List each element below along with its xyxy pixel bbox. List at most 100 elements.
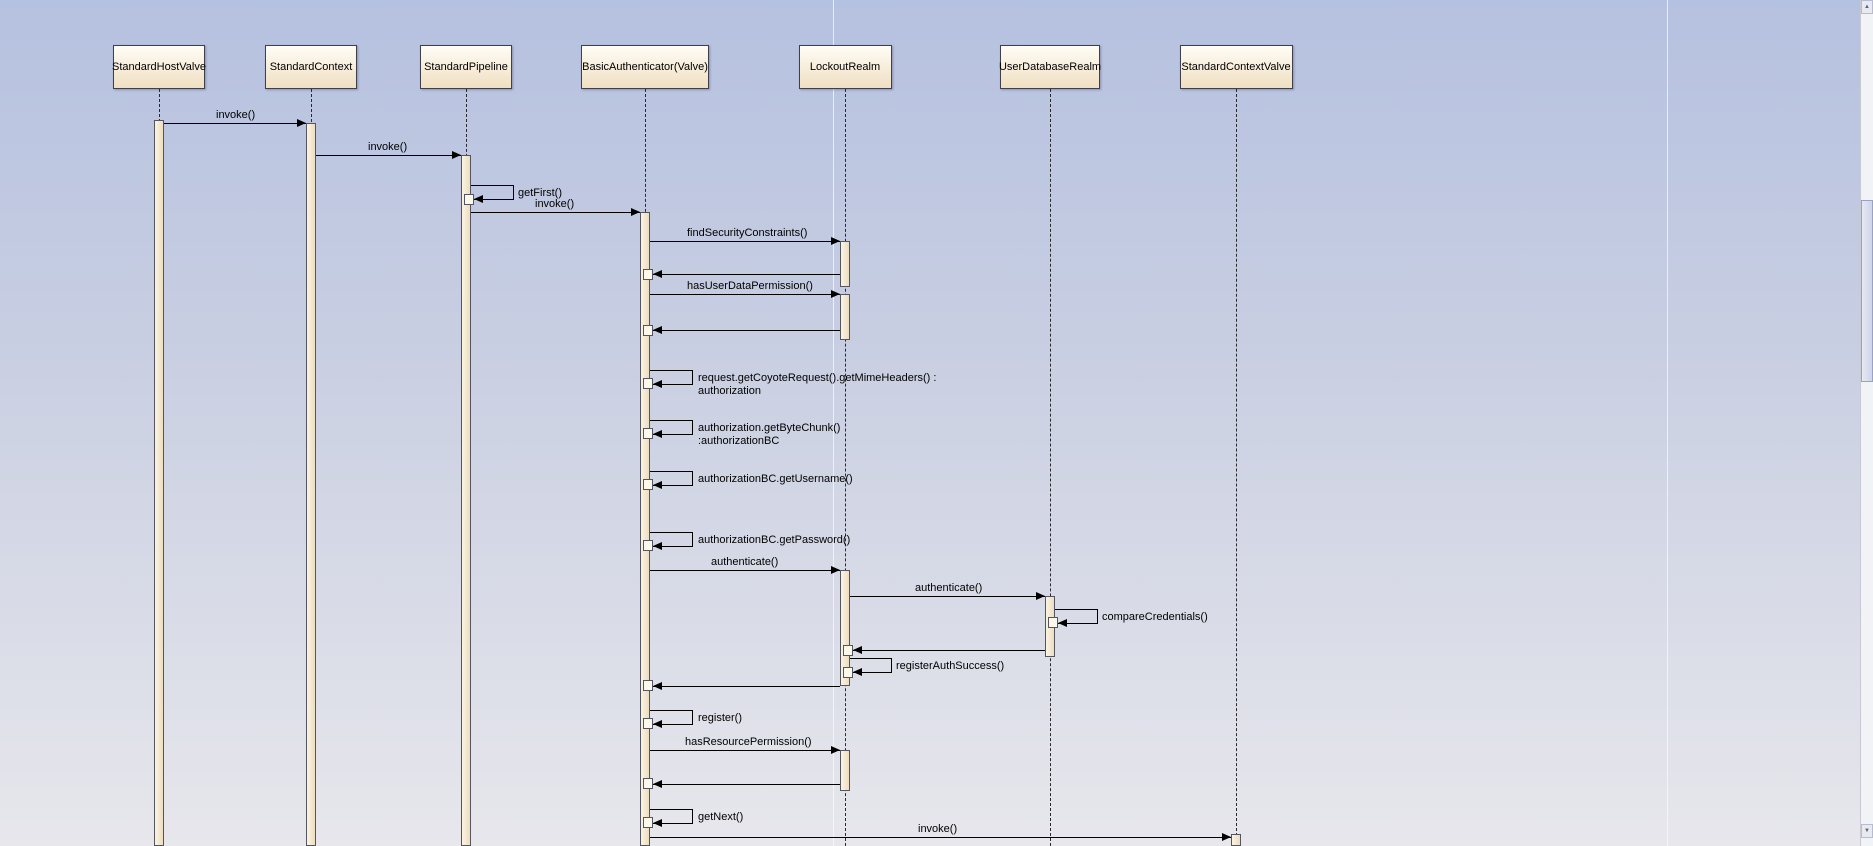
nested-activation[interactable] — [643, 378, 653, 389]
message-label[interactable]: invoke() — [535, 198, 575, 210]
message-label[interactable]: hasResourcePermission() — [685, 736, 812, 748]
scrollbar-down-button[interactable]: ▼ — [1861, 824, 1873, 838]
message-line[interactable] — [850, 596, 1045, 597]
message-arrowhead — [474, 195, 483, 203]
message-line[interactable] — [653, 274, 840, 275]
self-message-back-line[interactable] — [653, 485, 693, 486]
self-message-vertical-line — [891, 658, 892, 672]
message-line[interactable] — [471, 212, 640, 213]
activation-bar[interactable] — [840, 294, 850, 340]
nested-activation[interactable] — [643, 540, 653, 551]
message-label[interactable]: getNext() — [698, 811, 744, 823]
message-label[interactable]: compareCredentials() — [1102, 611, 1208, 623]
nested-activation[interactable] — [843, 667, 853, 678]
lifeline-head[interactable]: BasicAuthenticator(Valve) — [581, 45, 709, 89]
message-label[interactable]: getFirst() — [518, 187, 562, 199]
nested-activation[interactable] — [643, 428, 653, 439]
self-message-out-line[interactable] — [650, 471, 693, 472]
activation-bar[interactable] — [840, 750, 850, 791]
message-line[interactable] — [164, 123, 306, 124]
message-label[interactable]: hasUserDataPermission() — [687, 280, 813, 292]
message-arrowhead — [831, 746, 840, 754]
self-message-out-line[interactable] — [650, 370, 693, 371]
message-arrowhead — [853, 646, 862, 654]
message-label[interactable]: register() — [698, 712, 743, 724]
self-message-back-line[interactable] — [474, 199, 514, 200]
message-line[interactable] — [853, 650, 1045, 651]
lifeline-dashed-line[interactable] — [1236, 89, 1237, 846]
activation-bar[interactable] — [840, 241, 850, 287]
message-label[interactable]: request.getCoyoteRequest().getMimeHeader… — [698, 372, 936, 398]
scroll-down-icon: ▼ — [1864, 828, 1870, 834]
message-line[interactable] — [653, 784, 840, 785]
message-line[interactable] — [653, 686, 840, 687]
message-arrowhead — [631, 208, 640, 216]
self-message-back-line[interactable] — [853, 672, 892, 673]
self-message-out-line[interactable] — [650, 532, 693, 533]
message-label[interactable]: authorizationBC.getPassword() — [698, 534, 851, 546]
self-message-back-line[interactable] — [653, 384, 693, 385]
lifeline-dashed-line[interactable] — [1050, 89, 1051, 846]
nested-activation[interactable] — [643, 680, 653, 691]
message-line[interactable] — [650, 294, 840, 295]
message-arrowhead — [653, 270, 662, 278]
message-label[interactable]: invoke() — [368, 141, 408, 153]
nested-activation[interactable] — [1048, 617, 1058, 628]
lifeline-label: StandardPipeline — [424, 61, 508, 73]
lifeline-head[interactable]: StandardHostValve — [112, 45, 206, 89]
nested-activation[interactable] — [643, 778, 653, 789]
self-message-back-line[interactable] — [1058, 623, 1098, 624]
activation-bar[interactable] — [461, 155, 471, 846]
lifeline-head[interactable]: StandardPipeline — [420, 45, 512, 89]
nested-activation[interactable] — [643, 269, 653, 280]
nested-activation[interactable] — [643, 718, 653, 729]
message-line[interactable] — [316, 155, 461, 156]
lifeline-dashed-line[interactable] — [845, 89, 846, 846]
message-line[interactable] — [650, 750, 840, 751]
message-label[interactable]: invoke() — [216, 109, 256, 121]
self-message-out-line[interactable] — [650, 710, 693, 711]
message-label[interactable]: authorization.getByteChunk():authorizati… — [698, 422, 840, 448]
scrollbar-thumb[interactable] — [1861, 200, 1873, 382]
message-label[interactable]: authenticate() — [711, 556, 779, 568]
self-message-out-line[interactable] — [471, 185, 514, 186]
self-message-out-line[interactable] — [650, 809, 693, 810]
nested-activation[interactable] — [464, 194, 474, 205]
message-line[interactable] — [650, 837, 1231, 838]
nested-activation[interactable] — [843, 645, 853, 656]
self-message-out-line[interactable] — [850, 658, 892, 659]
self-message-back-line[interactable] — [653, 434, 693, 435]
lifeline-head[interactable]: UserDatabaseRealm — [999, 45, 1101, 89]
self-message-out-line[interactable] — [650, 420, 693, 421]
activation-bar[interactable] — [1231, 834, 1241, 846]
activation-bar[interactable] — [840, 570, 850, 686]
message-label[interactable]: invoke() — [918, 823, 958, 835]
nested-activation[interactable] — [643, 479, 653, 490]
message-arrowhead — [653, 780, 662, 788]
lifeline-label: StandardContextValve — [1181, 61, 1291, 73]
message-label[interactable]: registerAuthSuccess() — [896, 660, 1005, 672]
self-message-out-line[interactable] — [1055, 609, 1098, 610]
self-message-back-line[interactable] — [653, 823, 693, 824]
lifeline-head[interactable]: StandardContextValve — [1179, 45, 1293, 89]
message-label-line: :authorizationBC — [698, 435, 780, 447]
scrollbar-up-button[interactable]: ▲ — [1861, 0, 1873, 14]
message-arrowhead — [653, 682, 662, 690]
page-break-line — [833, 0, 834, 846]
lifeline-head[interactable]: StandardContext — [265, 45, 357, 89]
nested-activation[interactable] — [643, 325, 653, 336]
message-line[interactable] — [653, 330, 840, 331]
vertical-scrollbar[interactable]: ▲ ▼ — [1860, 0, 1873, 846]
message-label[interactable]: authorizationBC.getUsername() — [698, 473, 853, 485]
message-label[interactable]: findSecurityConstraints() — [687, 227, 808, 239]
activation-bar[interactable] — [154, 120, 164, 846]
message-line[interactable] — [650, 241, 840, 242]
nested-activation[interactable] — [643, 817, 653, 828]
activation-bar[interactable] — [640, 212, 650, 846]
message-label[interactable]: authenticate() — [915, 582, 983, 594]
activation-bar[interactable] — [306, 123, 316, 846]
lifeline-head[interactable]: LockoutRealm — [798, 45, 892, 89]
message-line[interactable] — [650, 570, 840, 571]
self-message-back-line[interactable] — [653, 724, 693, 725]
self-message-back-line[interactable] — [653, 546, 693, 547]
